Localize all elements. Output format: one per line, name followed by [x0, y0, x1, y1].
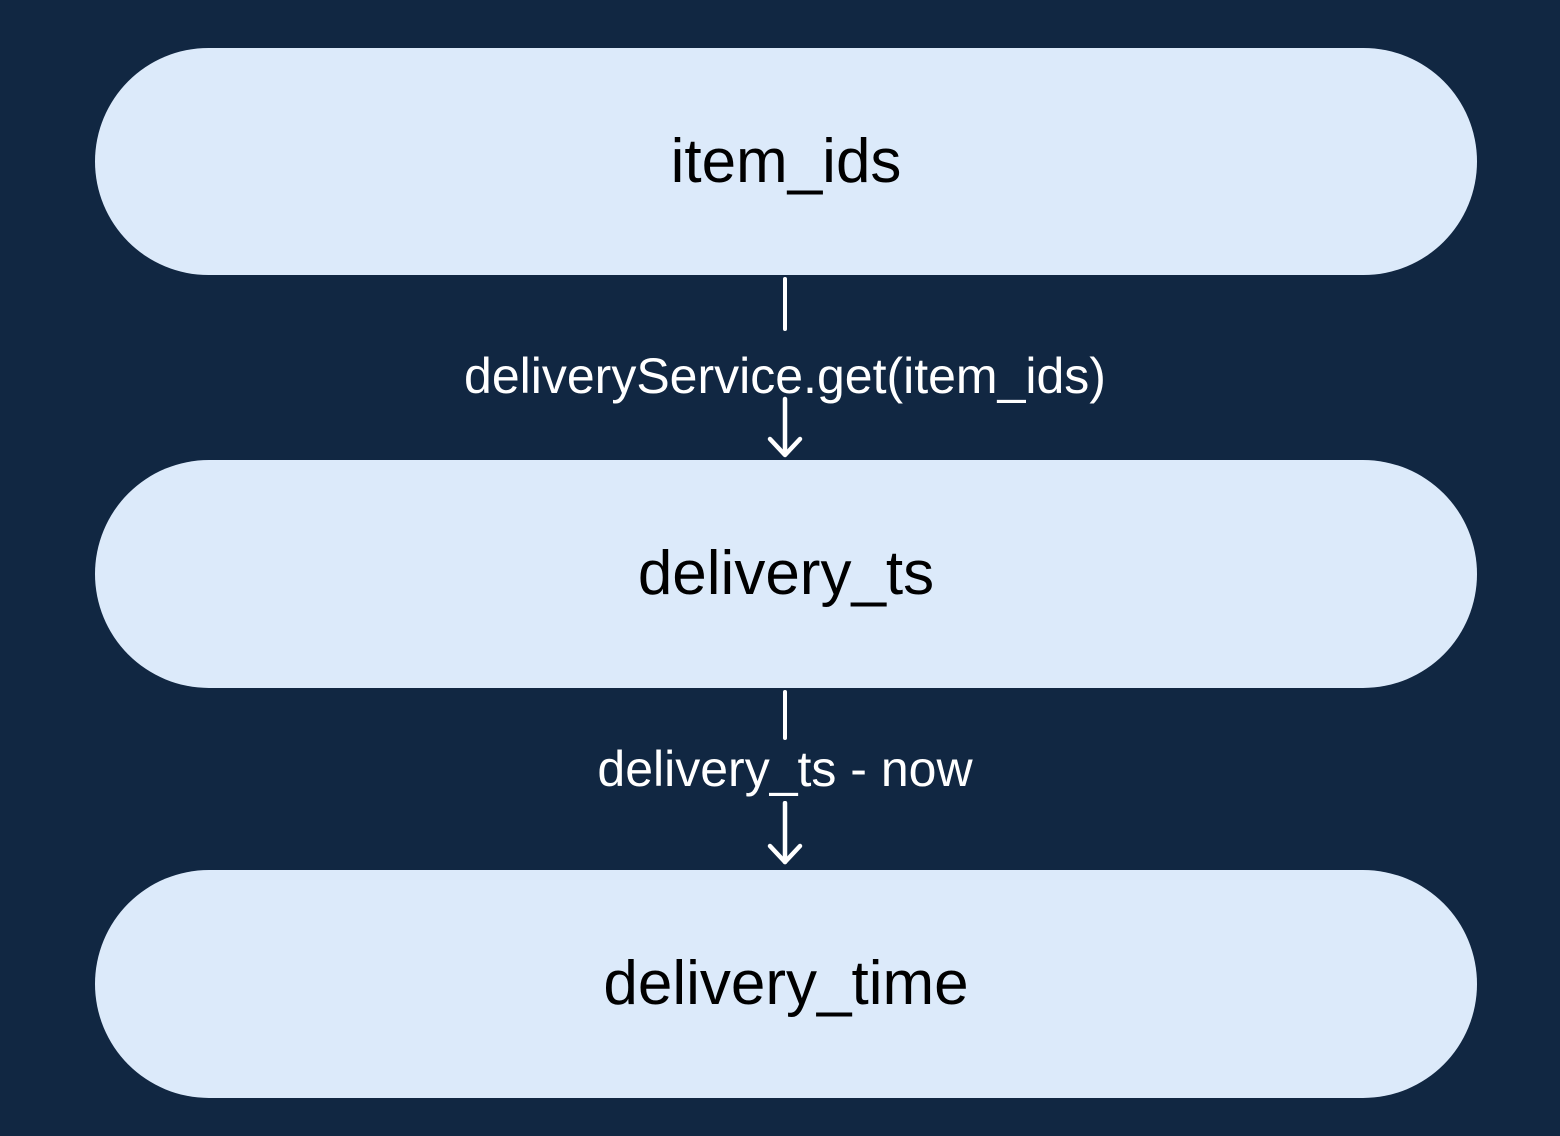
- node-delivery-time: delivery_time: [95, 870, 1477, 1098]
- node-item-ids-label: item_ids: [670, 126, 902, 196]
- arrow-down-icon: [767, 801, 803, 865]
- edge-1-label: deliveryService.get(item_ids): [464, 348, 1106, 404]
- edge-1-line: [783, 277, 787, 331]
- node-item-ids: item_ids: [95, 48, 1477, 275]
- edge-2-line: [783, 690, 787, 740]
- node-delivery-time-label: delivery_time: [603, 949, 969, 1018]
- node-delivery-ts: delivery_ts: [95, 460, 1477, 688]
- edge-2-label: delivery_ts - now: [597, 741, 973, 797]
- arrow-down-icon: [767, 396, 803, 458]
- node-delivery-ts-label: delivery_ts: [637, 539, 935, 608]
